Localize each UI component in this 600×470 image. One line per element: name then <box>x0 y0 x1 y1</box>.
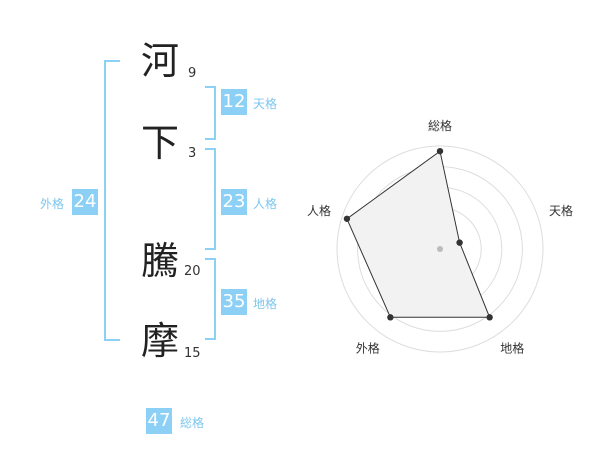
radar-point <box>436 147 444 155</box>
char-1-strokes: 9 <box>188 66 197 81</box>
char-1: 河 <box>140 39 179 83</box>
jinkaku-bracket <box>205 148 216 250</box>
radar-point <box>343 215 351 222</box>
radar-polygon <box>346 150 491 318</box>
tenkaku-label: 天格 <box>253 97 278 111</box>
tenkaku-score: 12 <box>221 89 247 115</box>
radar-axis-label-jinkaku: 人格 <box>307 203 331 218</box>
soukaku-label: 総格 <box>180 416 205 430</box>
char-4: 摩 <box>140 319 179 363</box>
gaikaku-label: 外格 <box>40 197 65 211</box>
jinkaku-label: 人格 <box>253 197 278 211</box>
chikaku-score: 35 <box>221 289 247 315</box>
char-3-strokes: 20 <box>184 264 201 279</box>
radar-grid-ring <box>336 145 544 353</box>
gaikaku-bracket <box>104 60 120 341</box>
char-2: 下 <box>140 121 179 165</box>
tenkaku-bracket <box>205 86 216 140</box>
chikaku-label: 地格 <box>253 297 278 311</box>
char-2-strokes: 3 <box>188 146 197 161</box>
chikaku-bracket <box>205 258 216 340</box>
soukaku-score: 47 <box>146 408 172 434</box>
radar-center-dot <box>437 246 443 252</box>
char-4-strokes: 15 <box>184 346 201 361</box>
radar-point <box>387 314 394 321</box>
gaikaku-score: 24 <box>72 189 98 215</box>
radar-point <box>486 314 493 321</box>
radar-axis-label-soukaku: 総格 <box>428 118 452 133</box>
radar-axis-label-gaikaku: 外格 <box>356 341 380 356</box>
jinkaku-score: 23 <box>221 189 247 215</box>
char-3: 騰 <box>140 239 179 283</box>
radar-axis-label-chikaku: 地格 <box>500 341 524 356</box>
radar-point <box>456 239 463 246</box>
radar-axis-label-tenkaku: 天格 <box>549 203 573 218</box>
